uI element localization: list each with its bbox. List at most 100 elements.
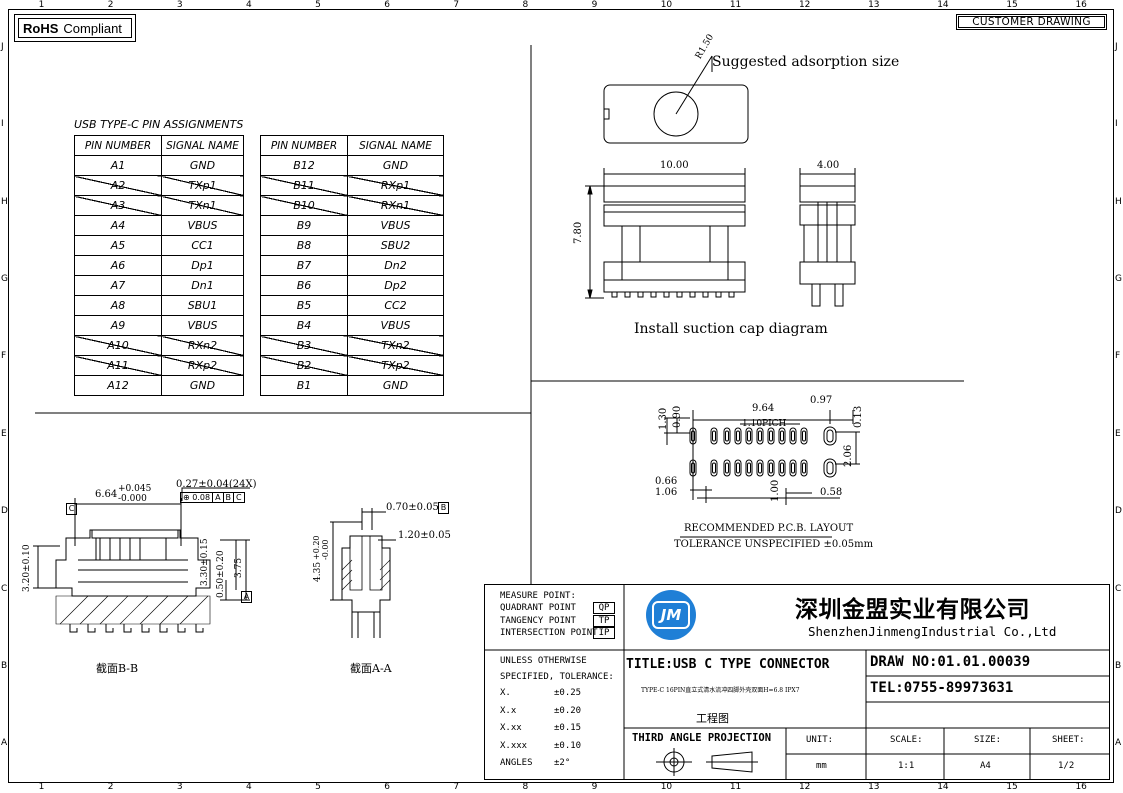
- zone-column-7: 7: [453, 782, 460, 792]
- title-block: [484, 584, 1110, 780]
- drawing-type: 工程图: [696, 712, 729, 725]
- signal-name: RXn2: [161, 335, 244, 356]
- unit-value: mm: [816, 761, 827, 771]
- zone-column-4: 4: [245, 782, 252, 792]
- rohs-bold: RoHS: [23, 20, 59, 36]
- bb-dim-050: 0.50±0.20: [216, 550, 226, 598]
- bb-dim-027: 0.27±0.04(24X): [176, 479, 257, 490]
- customer-drawing-badge: CUSTOMER DRAWING: [956, 14, 1107, 30]
- zone-column-12: 12: [798, 782, 811, 792]
- pin-number: A1: [74, 155, 162, 176]
- zone-column-14: 14: [937, 0, 949, 10]
- bb-dim-375: 3.75: [234, 557, 244, 578]
- zone-row-G: G: [1115, 273, 1122, 284]
- signal-name: GND: [161, 155, 244, 176]
- tolerance-format: X.xx: [500, 723, 522, 733]
- signal-name: GND: [161, 375, 244, 396]
- bb-tol-up: +0.045: [118, 484, 152, 494]
- signal-name: VBUS: [161, 315, 244, 336]
- scale-value: 1:1: [898, 761, 915, 771]
- signal-name: RXp2: [161, 355, 244, 376]
- pin-number: A11: [74, 355, 162, 376]
- size-label: SIZE:: [974, 735, 1002, 745]
- bb-caption: 截面B-B: [96, 662, 139, 675]
- pcb-dim-100: 1.00: [770, 479, 781, 502]
- zone-row-I: I: [1115, 119, 1118, 130]
- tolerance-value: ±0.20: [554, 705, 582, 716]
- pin-number: A6: [74, 255, 162, 276]
- pin-table-header: PIN NUMBER: [74, 135, 162, 156]
- zone-row-B: B: [1115, 660, 1122, 671]
- zone-column-11: 11: [729, 782, 742, 792]
- logo-mark: JM: [652, 601, 690, 629]
- pin-number: B4: [260, 315, 348, 336]
- fcf-cell: ⊕ 0.08: [183, 493, 211, 502]
- signal-name: VBUS: [347, 315, 444, 336]
- draw-number: DRAW NO:01.01.00039: [870, 654, 1031, 670]
- zone-row-G: G: [1, 273, 8, 284]
- pin-number: A12: [74, 375, 162, 396]
- signal-name: Dp1: [161, 255, 244, 276]
- pcb-dim-090: 0.90: [672, 405, 683, 428]
- pin-number: B8: [260, 235, 348, 256]
- customer-drawing-label: CUSTOMER DRAWING: [958, 16, 1105, 28]
- zone-row-D: D: [1, 506, 8, 517]
- rohs-rest: Compliant: [63, 20, 122, 36]
- drawing-subtitle: TYPE-C 16PIN直立式清水流冲四脚外壳双面H=6.8 IPX7: [641, 687, 800, 694]
- zone-column-1: 1: [38, 0, 45, 10]
- zone-column-7: 7: [453, 0, 460, 10]
- pin-number: B3: [260, 335, 348, 356]
- measure-row-label: TANGENCY POINT: [500, 615, 576, 626]
- pin-number: B7: [260, 255, 348, 276]
- measure-row-code: TP: [593, 614, 615, 627]
- zone-row-C: C: [1, 583, 8, 594]
- zone-column-4: 4: [245, 0, 252, 10]
- tolerance-value: ±0.10: [554, 740, 582, 751]
- zone-column-9: 9: [591, 782, 598, 792]
- zone-row-H: H: [1, 196, 8, 207]
- company-name-cn: 深圳金盟实业有限公司: [795, 597, 1030, 623]
- pin-number: A2: [74, 175, 162, 196]
- width-dim: 10.00: [660, 160, 689, 171]
- pin-number: A5: [74, 235, 162, 256]
- signal-name: Dp2: [347, 275, 444, 296]
- bb-dim-664: 6.64: [95, 489, 117, 500]
- pin-number: B1: [260, 375, 348, 396]
- aa-tol-dn: -0.00: [321, 539, 330, 560]
- measure-row-label: INTERSECTION POINT: [500, 628, 598, 638]
- pin-number: A9: [74, 315, 162, 336]
- unit-label: UNIT:: [806, 735, 834, 745]
- pin-number: A8: [74, 295, 162, 316]
- bb-dim-320: 3.20±0.10: [22, 544, 32, 592]
- zone-row-B: B: [1, 660, 8, 671]
- tolerance-format: X.xxx: [500, 740, 528, 751]
- aa-dim-435: 4.35: [313, 561, 323, 582]
- signal-name: RXp1: [347, 175, 444, 196]
- aa-dim-120: 1.20±0.05: [398, 530, 451, 541]
- suction-caption: Install suction cap diagram: [634, 321, 828, 337]
- fcf-cell: C: [233, 493, 244, 502]
- zone-row-E: E: [1, 428, 7, 439]
- aa-tol-up: +0.20: [312, 535, 321, 560]
- signal-name: Dn2: [347, 255, 444, 276]
- measure-point-title: MEASURE POINT:: [500, 591, 576, 601]
- tolerance-format: ANGLES: [500, 758, 533, 768]
- telephone: TEL:0755-89973631: [870, 680, 1014, 696]
- pin-number: B12: [260, 155, 348, 176]
- pin-number: B9: [260, 215, 348, 236]
- zone-row-I: I: [1, 119, 4, 130]
- bb-dim-664-value: 6.64: [95, 489, 118, 500]
